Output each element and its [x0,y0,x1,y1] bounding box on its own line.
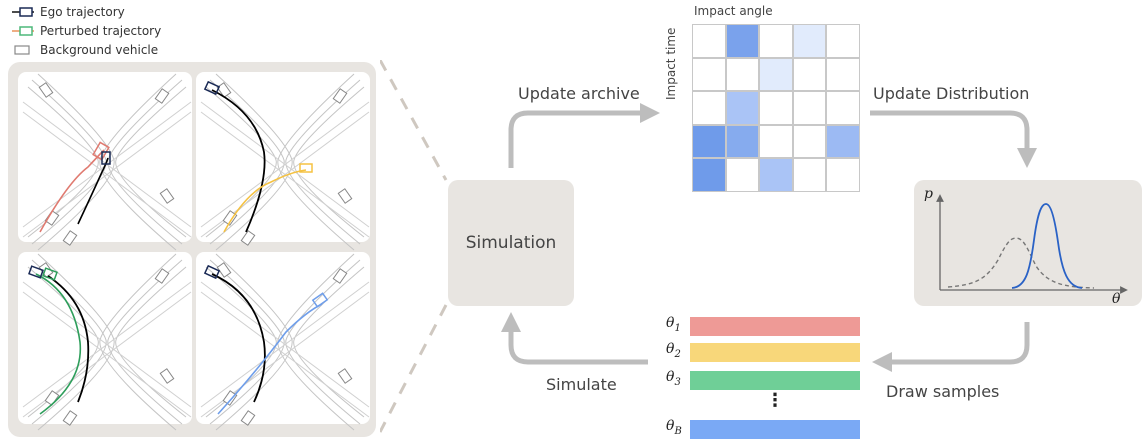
perturbed-trajectory-swatch-icon [12,26,34,36]
legend-ego: Ego trajectory [12,5,125,19]
sample-label: θ1 [666,315,681,334]
archive-cell [692,91,726,125]
distribution-x-axis-label: θ [1112,291,1121,307]
archive-cell [725,158,759,192]
sample-bar [690,371,860,390]
scene-green [18,252,192,431]
prior-distribution-curve [947,237,1095,289]
archive-cell [725,124,759,158]
archive-cell [826,124,860,158]
scenario-panel [8,62,376,437]
legend-background: Background vehicle [12,43,158,57]
updated-distribution-curve [1011,203,1083,289]
ego-trajectory-swatch-icon [12,7,34,17]
sample-bar [690,343,860,362]
archive-cell [826,24,860,58]
archive-cell [759,91,793,125]
archive-cell [759,124,793,158]
impact-angle-label: Impact angle [694,4,773,18]
sample-bar [690,317,860,336]
archive-cell [725,24,759,58]
archive-cell [826,57,860,91]
archive-grid [692,24,860,200]
archive-cell [826,91,860,125]
sample-label: θ3 [666,369,681,388]
scene-blue [196,252,370,431]
update-archive-label: Update archive [518,84,640,103]
archive-cell [725,91,759,125]
impact-time-label: Impact time [664,27,678,100]
distribution-y-axis-label: p [924,186,933,202]
archive-cell [792,158,826,192]
simulate-label: Simulate [546,375,617,394]
sample-subscript: B [674,425,682,437]
sample-subscript: 3 [674,376,681,388]
simulation-label: Simulation [465,233,557,253]
archive-cell [792,57,826,91]
simulation-box [448,180,574,306]
archive-cell [826,158,860,192]
background-vehicle-swatch-icon [14,45,30,55]
archive-cell [759,158,793,192]
archive-cell [792,24,826,58]
archive-cell [692,124,726,158]
legend-ego-label: Ego trajectory [40,5,125,19]
scene-red [18,72,192,251]
legend-background-label: Background vehicle [40,43,159,57]
sample-label: θB [666,418,682,437]
draw-samples-label: Draw samples [886,382,1000,401]
archive-cell [792,91,826,125]
sample-subscript: 2 [674,348,681,360]
distribution-panel [914,180,1142,306]
scene-yellow [196,72,370,251]
update-distribution-label: Update Distribution [873,84,1030,103]
legend-perturbed: Perturbed trajectory [12,24,161,38]
samples-ellipsis: ⋮ [766,390,784,411]
archive-cell [692,24,726,58]
archive-cell [692,158,726,192]
sample-label: θ2 [666,341,681,360]
archive-cell [792,124,826,158]
legend-perturbed-label: Perturbed trajectory [40,24,162,38]
zoom-lines [380,60,448,433]
sample-subscript: 1 [674,322,681,334]
sample-bar [690,420,860,439]
archive-cell [725,57,759,91]
archive-cell [692,57,726,91]
distribution-plot [936,194,1128,294]
archive-cell [759,57,793,91]
archive-cell [759,24,793,58]
